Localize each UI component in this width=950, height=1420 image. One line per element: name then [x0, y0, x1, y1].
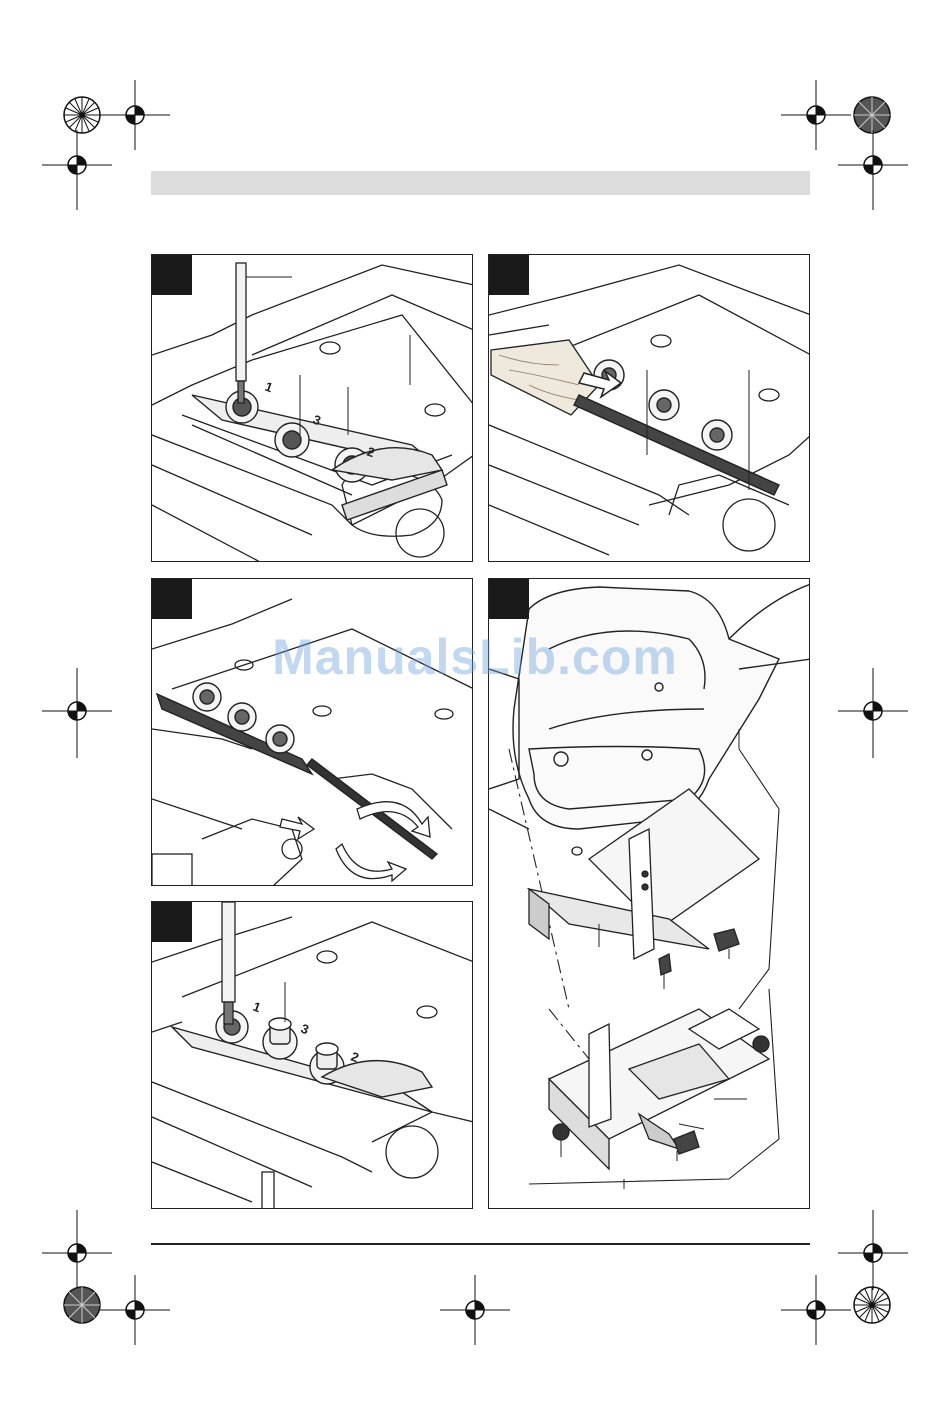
registration-mark-left-upper	[42, 130, 112, 210]
registration-mark-bottom-center	[440, 1275, 510, 1345]
header-bar	[151, 171, 810, 195]
figure-badge	[152, 579, 192, 619]
footer-rule	[151, 1243, 810, 1245]
blade-removal-illustration	[152, 579, 473, 886]
figure-badge	[152, 255, 192, 295]
rotate-arrow-icon	[336, 844, 406, 881]
blade-insertion-illustration	[489, 255, 810, 562]
scale-marking-1: 1	[251, 999, 263, 1016]
tightening-screws-illustration: 1 3 2	[152, 902, 473, 1209]
figure-badge	[489, 579, 529, 619]
scale-marking-1: 1	[263, 379, 275, 396]
figure-blade-removal	[151, 578, 473, 886]
registration-mark-bottom-right-inner	[781, 1275, 851, 1345]
figure-blade-insertion	[488, 254, 810, 562]
scale-marking-3: 3	[299, 1021, 311, 1038]
registration-mark-right-upper	[838, 130, 908, 210]
figure-blade-screws-driver: 1 3 2	[151, 254, 473, 562]
watermark: ManualsLib.com	[0, 628, 950, 686]
figure-badge	[489, 255, 529, 295]
figure-tightening-screws: 1 3 2	[151, 901, 473, 1209]
registration-mark-bottom-left-inner	[100, 1275, 170, 1345]
blade-screws-illustration: 1 3 2	[152, 255, 473, 562]
figure-badge	[152, 902, 192, 942]
rotate-arrow-icon	[357, 802, 430, 837]
registration-mark-bottom-right-outer	[842, 1275, 902, 1335]
direction-arrow-icon	[280, 817, 314, 839]
